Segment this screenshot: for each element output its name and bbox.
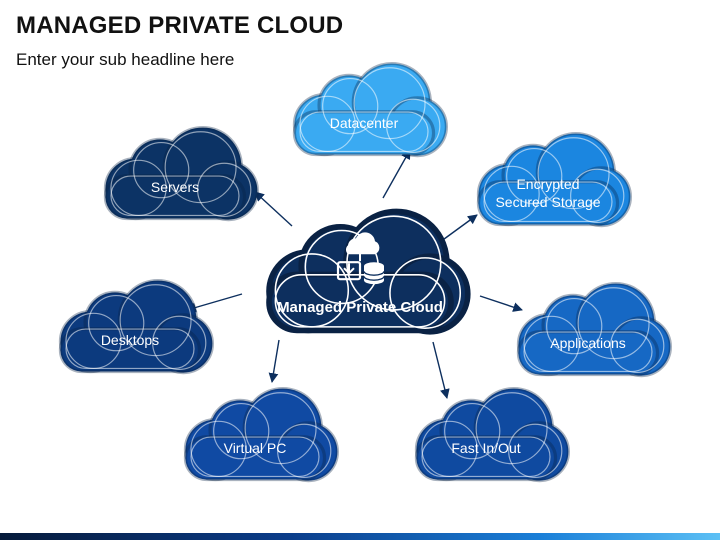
cloud-node-shape bbox=[292, 61, 448, 158]
bottom-accent-bar bbox=[0, 533, 720, 540]
cloud-node-virtual-pc: Virtual PC bbox=[183, 386, 339, 483]
connector-encrypted-storage bbox=[439, 214, 478, 243]
cloud-node-desktops: Desktops bbox=[58, 278, 214, 375]
connectors bbox=[186, 149, 523, 399]
connector-virtual-pc bbox=[268, 339, 280, 383]
cloud-node-label: Applications bbox=[550, 335, 626, 351]
cloud-node-label: Virtual PC bbox=[224, 440, 287, 456]
cloud-server-database-icon bbox=[336, 232, 385, 285]
cloud-node-servers: Servers bbox=[103, 125, 259, 222]
cloud-node-label: Desktops bbox=[101, 332, 159, 348]
cloud-node-label: Datacenter bbox=[330, 115, 399, 131]
cloud-node-label: Secured Storage bbox=[495, 194, 600, 210]
connector-servers bbox=[254, 191, 293, 227]
connector-applications bbox=[479, 295, 523, 312]
center-cloud-label: Managed Private Cloud bbox=[277, 299, 443, 316]
cloud-node-label: Servers bbox=[151, 179, 199, 195]
cloud-node-datacenter: Datacenter bbox=[292, 61, 448, 158]
cloud-node-shape bbox=[516, 281, 672, 378]
cloud-node-shape bbox=[103, 125, 259, 222]
cloud-node-applications: Applications bbox=[516, 281, 672, 378]
page-subtitle: Enter your sub headline here bbox=[16, 50, 235, 69]
cloud-node-shape bbox=[183, 386, 339, 483]
connector-datacenter bbox=[382, 149, 411, 199]
page-title: MANAGED PRIVATE CLOUD bbox=[16, 12, 344, 39]
center-cloud bbox=[269, 211, 468, 331]
cloud-node-fast-in-out: Fast In/Out bbox=[414, 386, 570, 483]
cloud-node-shape bbox=[414, 386, 570, 483]
connector-fast-in-out bbox=[432, 341, 450, 399]
cloud-node-shape bbox=[58, 278, 214, 375]
cloud-node-label: Fast In/Out bbox=[451, 440, 520, 456]
cloud-node-label: Encrypted bbox=[516, 176, 579, 192]
